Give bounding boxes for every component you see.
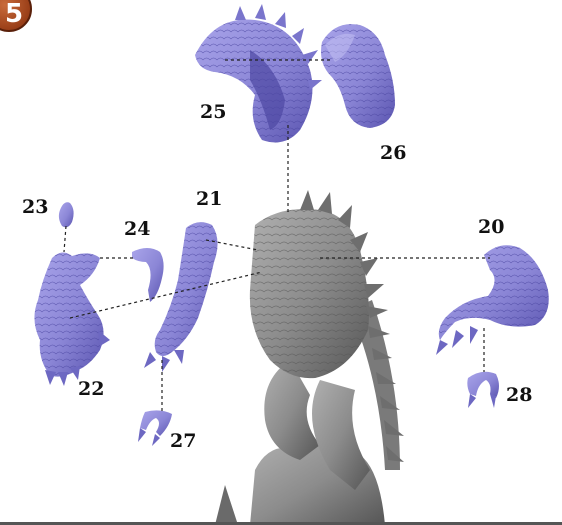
label-part-25: 25 <box>200 103 226 122</box>
label-part-27: 27 <box>170 432 196 451</box>
label-part-20: 20 <box>478 218 504 237</box>
part-21-arm <box>144 222 218 372</box>
main-body <box>215 190 404 525</box>
label-part-24: 24 <box>124 220 150 239</box>
label-part-28: 28 <box>506 386 532 405</box>
part-28-foot-claw <box>467 372 499 408</box>
part-26-skull <box>321 24 395 128</box>
label-part-22: 22 <box>78 380 104 399</box>
part-27-claw <box>138 410 172 446</box>
part-22-arm <box>34 252 110 386</box>
label-part-23: 23 <box>22 198 48 217</box>
part-24-claw-piece <box>132 248 164 302</box>
label-part-21: 21 <box>196 190 222 209</box>
label-part-26: 26 <box>380 144 406 163</box>
part-23-horn <box>59 202 74 227</box>
part-20-leg <box>436 245 549 355</box>
